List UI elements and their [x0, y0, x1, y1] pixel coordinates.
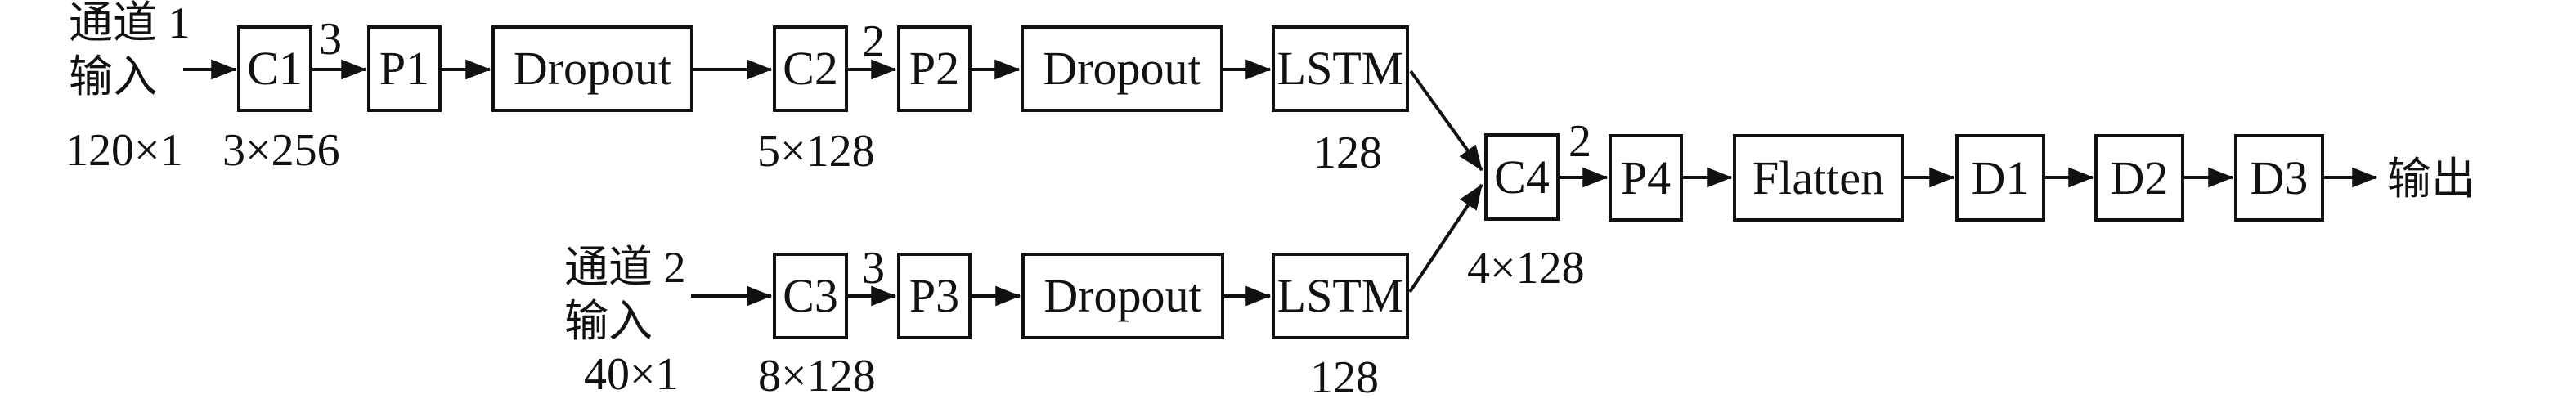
node-label-c3: C3: [783, 269, 838, 322]
node-c1: C1: [237, 25, 312, 112]
superscript-c2-kernel: 2: [862, 16, 885, 67]
node-label-dropout1: Dropout: [513, 42, 672, 95]
node-label-c4: C4: [1494, 150, 1550, 204]
node-label-lstm1: LSTM: [1277, 42, 1404, 95]
label-c2-shape: 5×128: [757, 125, 875, 177]
node-label-d1: D1: [1971, 150, 2030, 204]
label-c4-shape-line: 4×128: [1467, 243, 1585, 294]
node-label-p4: P4: [1620, 150, 1672, 204]
node-label-flatten: Flatten: [1752, 150, 1885, 204]
node-label-c2: C2: [783, 42, 838, 95]
node-dropout3: Dropout: [1021, 253, 1224, 339]
label-input2-shape-line: 40×1: [584, 349, 679, 400]
node-d1: D1: [1955, 134, 2045, 222]
label-c1-shape: 3×256: [222, 124, 340, 177]
node-label-d3: D3: [2250, 150, 2309, 204]
node-label-p2: P2: [909, 42, 960, 95]
label-output: 输出: [2387, 152, 2475, 206]
superscript-c3-kernel: 3: [862, 243, 885, 294]
node-label-dropout3: Dropout: [1043, 269, 1202, 322]
node-d3: D3: [2234, 134, 2324, 222]
node-lstm2: LSTM: [1272, 253, 1409, 339]
label-channel1-input-line: 通道 1: [69, 0, 191, 47]
node-label-p3: P3: [909, 269, 960, 322]
node-lstm1: LSTM: [1272, 25, 1409, 112]
label-lstm2-units: 128: [1310, 352, 1379, 404]
label-c2-shape-line: 5×128: [757, 126, 875, 177]
label-channel2-input-line: 通道 2: [564, 243, 686, 292]
label-lstm1-units-line: 128: [1313, 128, 1382, 178]
node-p3: P3: [897, 253, 972, 339]
superscript-c4-kernel: 2: [1568, 116, 1591, 167]
label-c3-shape-line: 8×128: [758, 351, 876, 401]
label-output-line: 输出: [2387, 155, 2475, 204]
label-channel1-input-line: 输入: [69, 52, 157, 101]
label-lstm1-units: 128: [1313, 127, 1382, 179]
node-label-lstm2: LSTM: [1277, 269, 1404, 322]
node-dropout2: Dropout: [1021, 25, 1223, 112]
label-lstm2-units-line: 128: [1310, 352, 1379, 403]
node-p1: P1: [367, 25, 442, 112]
label-c4-shape: 4×128: [1467, 242, 1585, 294]
node-flatten: Flatten: [1733, 134, 1904, 222]
node-label-c1: C1: [247, 42, 303, 95]
node-c2: C2: [773, 25, 848, 112]
node-dropout1: Dropout: [491, 25, 693, 112]
node-label-p1: P1: [379, 42, 430, 95]
label-channel1-input: 通道 1 输入: [69, 0, 191, 104]
label-input1-shape: 120×1: [65, 124, 183, 177]
node-p4: P4: [1609, 134, 1683, 222]
label-channel2-input-line: 输入: [564, 297, 653, 346]
label-c3-shape: 8×128: [758, 350, 876, 402]
superscript-c1-kernel: 3: [319, 14, 342, 65]
node-c4: C4: [1484, 133, 1560, 221]
arrow-lstm1-to-c4: [1409, 69, 1483, 172]
label-c1-shape-line: 3×256: [222, 125, 340, 176]
label-input2-shape: 40×1: [584, 348, 679, 401]
node-d2: D2: [2094, 134, 2184, 222]
label-channel2-input: 通道 2 输入: [564, 240, 686, 348]
node-label-d2: D2: [2110, 150, 2169, 204]
node-c3: C3: [773, 253, 848, 339]
node-p2: P2: [897, 25, 972, 112]
node-label-dropout2: Dropout: [1043, 42, 1201, 95]
label-input1-shape-line: 120×1: [65, 125, 183, 176]
